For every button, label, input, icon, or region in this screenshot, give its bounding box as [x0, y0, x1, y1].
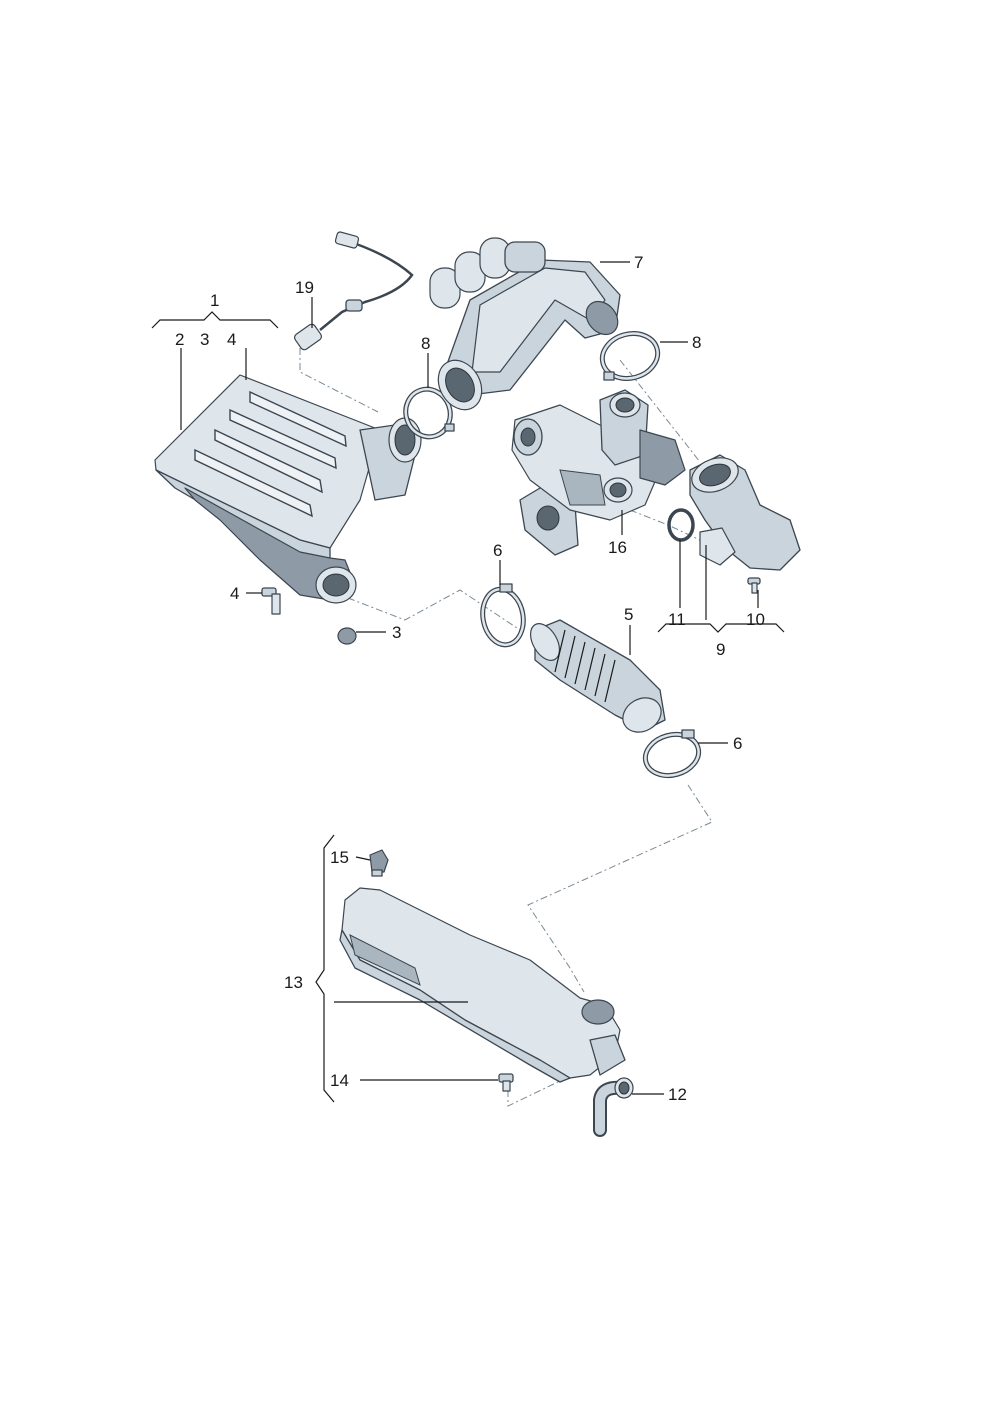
bolt-part [261, 587, 281, 615]
sensor-wire-part [293, 231, 414, 351]
grommet-part [337, 627, 357, 645]
o-ring-part [667, 508, 695, 542]
intake-pipe-part [429, 237, 621, 411]
callout-4a: 4 [227, 330, 236, 349]
callout-2: 2 [175, 330, 184, 349]
manifold-runners [429, 237, 546, 309]
callout-11: 11 [668, 610, 686, 629]
air-filter-housing [154, 374, 422, 604]
duct-screw-part [498, 1073, 514, 1092]
hose-clamp-6-lower [642, 729, 702, 779]
clip-part [369, 849, 389, 877]
callout-8b: 8 [692, 333, 701, 352]
bent-hose-part [593, 1077, 634, 1137]
screw-part [747, 577, 761, 594]
callout-labels: 1 2 3 4 19 8 7 8 4 3 6 16 5 11 10 9 6 15… [175, 253, 765, 1104]
throttle-assembly-part [511, 389, 686, 556]
callout-15: 15 [330, 848, 349, 867]
hose-clamp-left [403, 386, 455, 440]
callout-8a: 8 [421, 334, 430, 353]
leader-lines [151, 261, 785, 1103]
hose-corrugations [554, 629, 616, 703]
callout-5: 5 [624, 605, 633, 624]
callout-4b: 4 [230, 584, 239, 603]
callout-16: 16 [608, 538, 627, 557]
callout-12: 12 [668, 1085, 687, 1104]
elbow-hose-part [689, 454, 801, 571]
callout-6b: 6 [733, 734, 742, 753]
hose-clamp-right [599, 331, 661, 381]
callout-3b: 3 [392, 623, 401, 642]
callout-9: 9 [716, 640, 725, 659]
air-intake-duct [339, 887, 626, 1083]
corrugated-hose-part [529, 619, 666, 733]
callout-1: 1 [210, 291, 219, 310]
callout-10: 10 [746, 610, 765, 629]
callout-13: 13 [284, 973, 303, 992]
hose-clamp-6-upper [480, 583, 526, 648]
callout-6a: 6 [493, 541, 502, 560]
callout-14: 14 [330, 1071, 349, 1090]
callout-7: 7 [634, 253, 643, 272]
callout-3a: 3 [200, 330, 209, 349]
callout-19: 19 [295, 278, 314, 297]
